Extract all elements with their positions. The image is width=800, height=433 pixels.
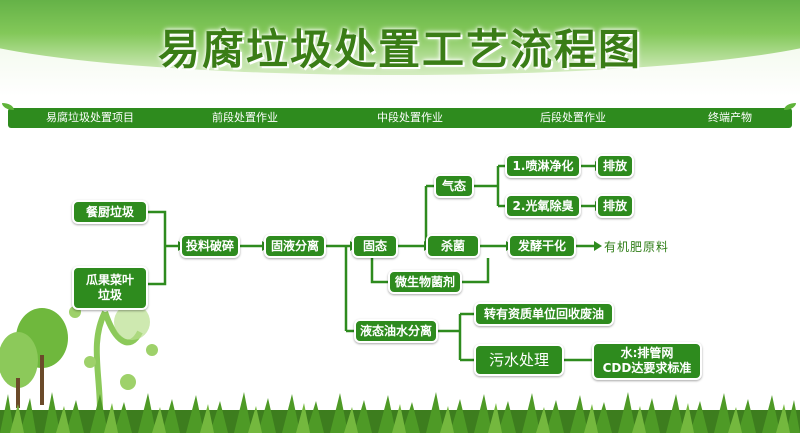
stage-label-output: 终端产物: [708, 111, 752, 124]
tree-icon: [0, 308, 68, 408]
node-sewage: 污水处理: [474, 344, 564, 376]
node-melon-waste: 瓜果菜叶 垃圾: [72, 266, 148, 310]
header-swoosh: [0, 0, 800, 75]
page-title: 易腐垃圾处置工艺流程图: [157, 25, 642, 74]
stage-label-middle: 中段处置作业: [377, 111, 443, 124]
node-feed-crush: 投料破碎: [180, 234, 240, 258]
node-solid: 固态: [352, 234, 398, 258]
node-melon-waste-label: 瓜果菜叶 垃圾: [85, 273, 134, 302]
node-water-standard-label: 水:排管网 CDD达要求标准: [602, 346, 692, 375]
plant-icon: [69, 304, 158, 412]
product-organic-fertilizer: 有机肥原料: [604, 240, 670, 254]
stage-label-project: 易腐垃圾处置项目: [46, 111, 134, 124]
stage-label-back: 后段处置作业: [540, 111, 606, 124]
stage-label-front: 前段处置作业: [212, 111, 278, 124]
node-spray: 1.喷淋净化: [505, 154, 581, 178]
node-ferment: 发酵干化: [508, 234, 576, 258]
node-kitchen-waste: 餐厨垃圾: [72, 200, 148, 224]
node-gas: 气态: [434, 174, 474, 198]
node-waste-oil: 转有资质单位回收废油: [474, 302, 614, 326]
node-sterilize: 杀菌: [426, 234, 480, 258]
node-water-standard: 水:排管网 CDD达要求标准: [592, 342, 702, 380]
grass-decoration: [0, 392, 800, 433]
node-photo-oxygen: 2.光氧除臭: [505, 194, 581, 218]
leaf-icon: [2, 103, 14, 110]
stage-bar: [8, 108, 792, 128]
node-liquid-oil-water: 液态油水分离: [354, 319, 438, 343]
node-discharge-1: 排放: [596, 154, 634, 178]
node-microbial: 微生物菌剂: [388, 270, 462, 294]
node-discharge-2: 排放: [596, 194, 634, 218]
node-solid-liquid: 固液分离: [264, 234, 326, 258]
